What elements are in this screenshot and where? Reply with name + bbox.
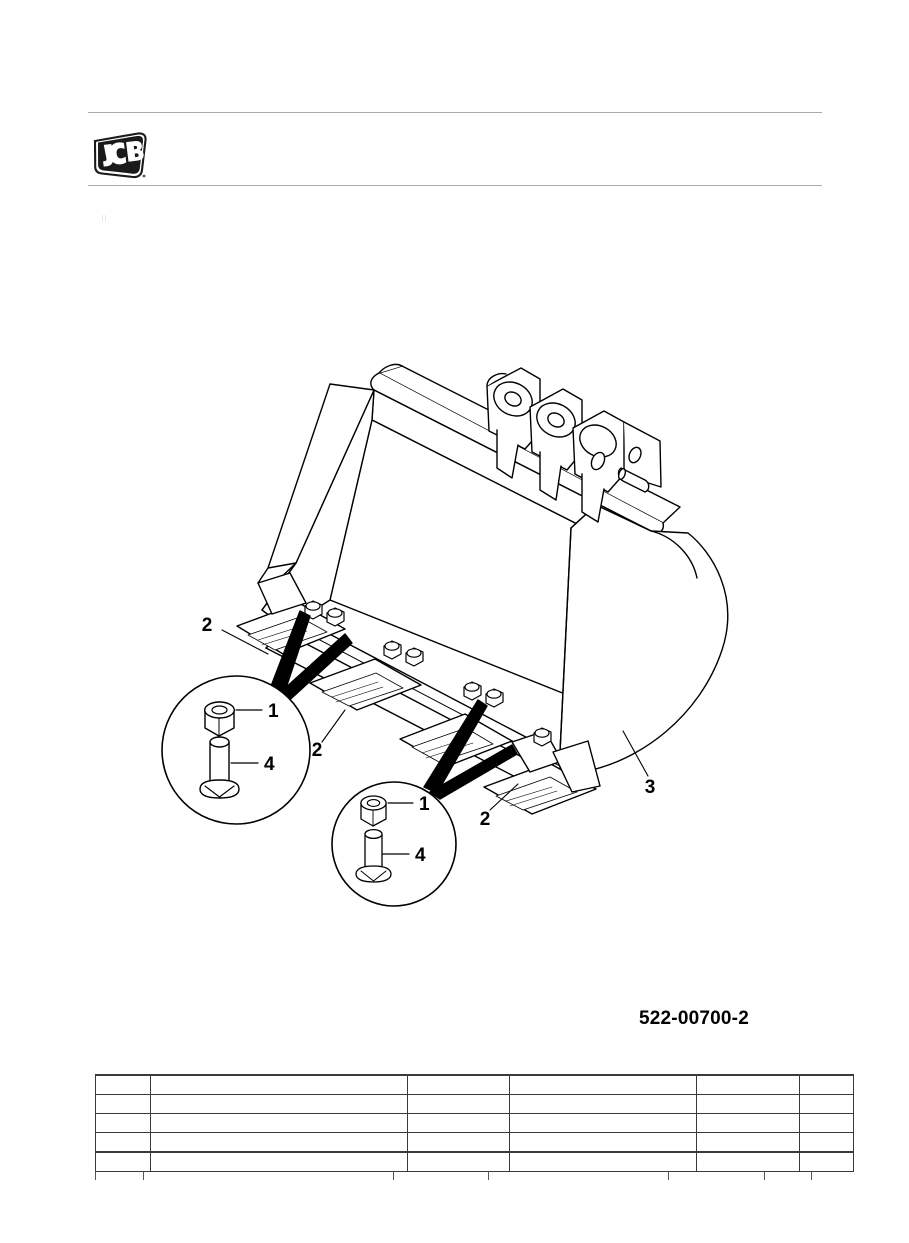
table-cell (407, 1113, 510, 1133)
table-cell (799, 1151, 854, 1172)
table-cell (696, 1074, 800, 1095)
scan-artifact-mark: ıı (101, 212, 108, 224)
table-column-tick (393, 1171, 394, 1180)
table-cell (696, 1113, 800, 1133)
jcb-logo-icon (92, 132, 150, 180)
detail1-label-4-bolt: 4 (264, 754, 275, 775)
table-row (95, 1132, 854, 1153)
table-cell (95, 1132, 151, 1153)
table-cell (407, 1132, 510, 1153)
header-rule-bottom (88, 185, 822, 186)
table-cell (150, 1074, 408, 1095)
table-cell (407, 1074, 510, 1095)
table-cell (799, 1132, 854, 1153)
table-cell (799, 1074, 854, 1095)
table-cell (150, 1113, 408, 1133)
callout-label-2-lower-right: 2 (480, 809, 491, 830)
table-cell (407, 1151, 510, 1172)
table-cell (509, 1074, 697, 1095)
table-column-tick (488, 1171, 489, 1180)
table-cell (799, 1113, 854, 1133)
table-cell (696, 1132, 800, 1153)
table-column-tick (764, 1171, 765, 1180)
drawing-reference-number: 522-00700-2 (639, 1008, 749, 1029)
callout-label-2-upper-left: 2 (202, 615, 213, 636)
table-cell (799, 1094, 854, 1114)
table-cell (696, 1094, 800, 1114)
table-cell (509, 1094, 697, 1114)
table-row (95, 1074, 854, 1095)
table-column-tick (95, 1171, 96, 1180)
header-rule-top (88, 112, 822, 113)
table-cell (150, 1094, 408, 1114)
table-cell (150, 1151, 408, 1172)
detail2-label-4-bolt: 4 (415, 845, 426, 866)
table-cell (95, 1113, 151, 1133)
table-column-tick (811, 1171, 812, 1180)
table-row (95, 1094, 854, 1114)
table-row (95, 1151, 854, 1172)
table-cell (95, 1094, 151, 1114)
detail1-label-1-nut: 1 (268, 701, 279, 722)
detail2-label-1-nut: 1 (419, 794, 430, 815)
table-cell (509, 1132, 697, 1153)
table-cell (407, 1094, 510, 1114)
table-cell (696, 1151, 800, 1172)
table-cell (95, 1074, 151, 1095)
callout-label-2-middle: 2 (312, 740, 323, 761)
table-cell (95, 1151, 151, 1172)
table-column-tick (143, 1171, 144, 1180)
table-cell (509, 1113, 697, 1133)
parts-table (95, 1074, 854, 1172)
table-row (95, 1113, 854, 1133)
table-cell (509, 1151, 697, 1172)
callout-label-3-side-plate: 3 (645, 777, 656, 798)
parts-table-body (95, 1074, 854, 1172)
table-cell (150, 1132, 408, 1153)
table-column-tick (668, 1171, 669, 1180)
